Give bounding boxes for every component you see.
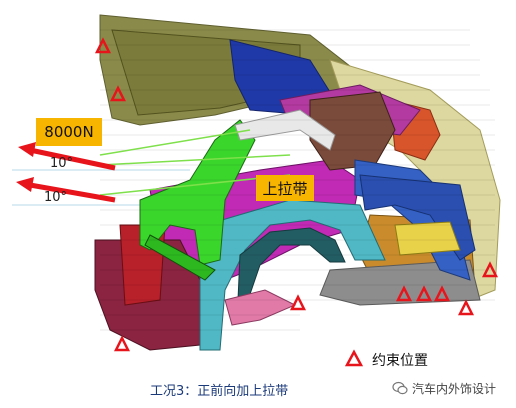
- reinforcement-green-strut: [144, 234, 216, 281]
- watermark-text: 汽车内外饰设计: [412, 382, 497, 396]
- constraint-triangle-icon: [109, 85, 127, 102]
- constraint-triangle-icon: [457, 299, 475, 316]
- angle-label: 10°: [44, 190, 68, 205]
- constraint-triangle-icon: [481, 261, 499, 278]
- legend-label: 约束位置: [372, 353, 428, 369]
- constraint-triangle-icon: [395, 285, 413, 302]
- legend-constraint-icon: [344, 349, 364, 367]
- force-arrow: [18, 142, 116, 171]
- bracket-pink: [224, 289, 297, 326]
- figure-caption: 工况3：正前向加上拉带: [150, 384, 289, 399]
- force-direction-line: [99, 129, 251, 156]
- mesh-overlay: [100, 29, 495, 331]
- upper-strap: [234, 109, 336, 151]
- angle-label: 10°: [50, 156, 74, 171]
- force-arrow: [16, 177, 116, 203]
- constraint-triangle-icon: [433, 285, 451, 302]
- load-callout: 8000N: [36, 118, 102, 146]
- force-direction-line: [99, 154, 291, 166]
- constraint-triangle-icon: [94, 37, 112, 54]
- constraint-triangle-icon: [289, 294, 307, 311]
- lower-rear-yellow: [394, 221, 461, 256]
- wheel-arch-cyan: [199, 199, 386, 351]
- strap-callout: 上拉带: [256, 175, 314, 201]
- constraint-triangle-icon: [113, 335, 131, 352]
- constraint-triangle-icon: [415, 285, 433, 302]
- wechat-logo-icon: [392, 381, 408, 395]
